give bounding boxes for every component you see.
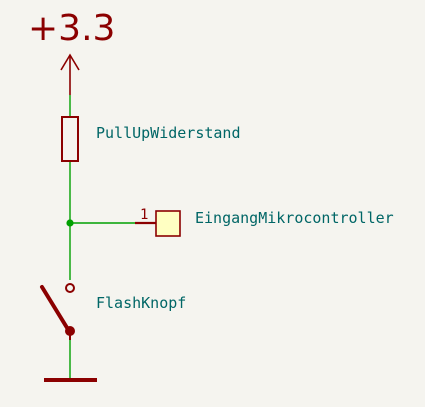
connector[interactable]: 1 EingangMikrocontroller: [135, 207, 394, 237]
push-button-switch-icon: [40, 283, 75, 340]
resistor-icon: [61, 116, 79, 162]
power-label: +3.3: [28, 8, 115, 49]
resistor-label: PullUpWiderstand: [96, 124, 241, 142]
switch-label: FlashKnopf: [96, 294, 186, 312]
junction-dot-icon: [66, 219, 74, 227]
power-symbol[interactable]: +3.3: [28, 8, 115, 95]
connector-label: EingangMikrocontroller: [195, 209, 394, 227]
resistor[interactable]: PullUpWiderstand: [61, 116, 241, 162]
power-arrow-icon: [60, 53, 80, 95]
flash-switch[interactable]: FlashKnopf: [40, 283, 186, 340]
connector-pin-icon: [155, 210, 181, 237]
connector-pin-number: 1: [140, 207, 148, 223]
